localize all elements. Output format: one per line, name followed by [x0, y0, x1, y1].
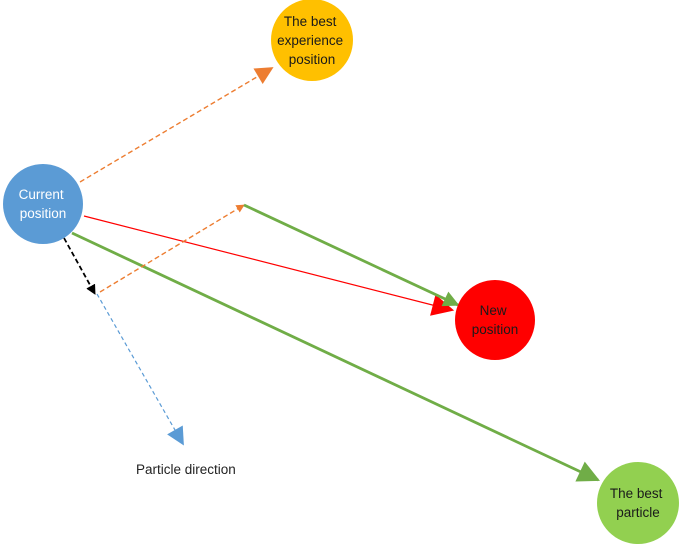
edge-cognitive-to-new-position — [243, 203, 460, 307]
node-best-experience-line-2: experience — [277, 33, 343, 48]
node-current-position-circle — [3, 164, 83, 244]
node-new-position-line-2: position — [472, 322, 519, 337]
node-best-experience-line-1: The best — [284, 14, 337, 29]
node-best-particle-line-1: The best — [610, 486, 663, 501]
edge-current-to-best-experience — [79, 67, 274, 183]
node-new-position-line-1: New — [480, 303, 507, 318]
edge-current-to-best-particle — [71, 231, 600, 482]
node-best-particle-line-2: particle — [616, 505, 660, 520]
node-best-particle: The best particle — [597, 462, 679, 544]
edge-current-to-new-position — [83, 215, 455, 316]
node-best-experience-circle — [271, 0, 353, 81]
node-current-position: Current position — [3, 164, 83, 244]
edge-current-to-inertia-point — [63, 237, 96, 295]
node-new-position-label: New position — [472, 303, 519, 337]
node-best-experience-label: The best experience position — [277, 14, 347, 67]
node-new-position-circle — [455, 280, 535, 360]
node-current-position-line-2: position — [20, 206, 67, 221]
node-current-position-label: Current position — [19, 187, 68, 221]
node-new-position: New position — [455, 280, 535, 360]
edge-particle-direction — [96, 293, 184, 446]
edge-inertia-to-cognitive-point — [99, 204, 245, 293]
node-best-particle-label: The best particle — [610, 486, 666, 520]
particle-direction-label: Particle direction — [136, 462, 236, 477]
node-best-particle-circle — [597, 462, 679, 544]
node-best-experience-line-3: position — [289, 52, 336, 67]
node-current-position-line-1: Current — [19, 187, 64, 202]
node-best-experience-position: The best experience position — [271, 0, 353, 81]
